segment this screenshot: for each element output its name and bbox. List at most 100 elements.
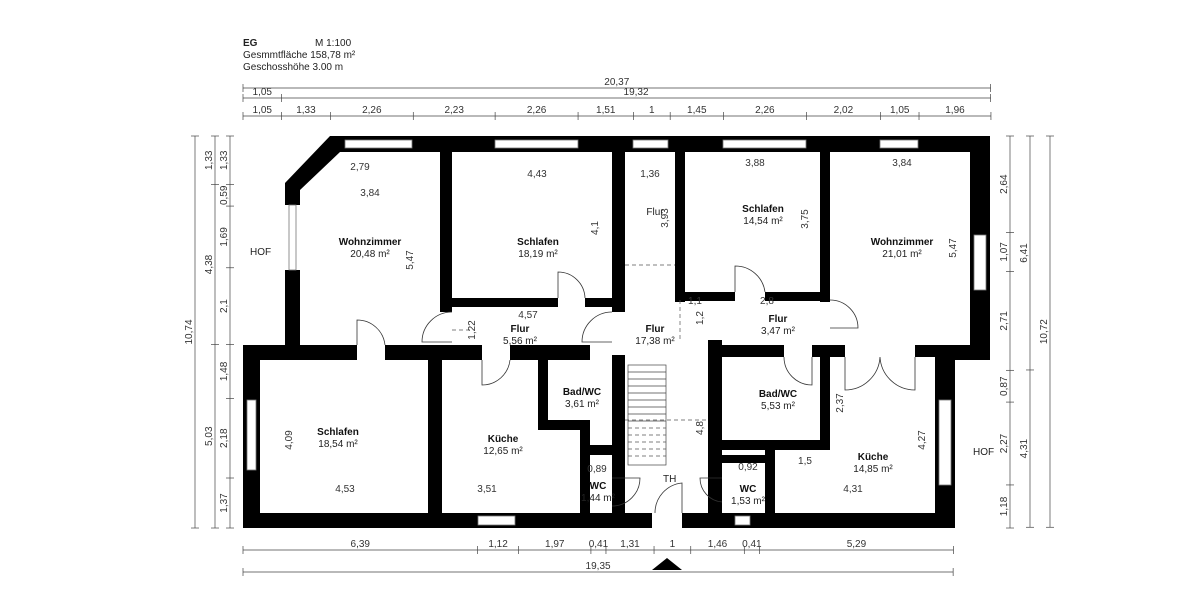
room-area: 1,44 m² bbox=[581, 493, 616, 504]
right-inner-dim-label: 1,18 bbox=[999, 496, 1010, 516]
doors bbox=[356, 264, 916, 570]
bottom-dim-label: 1 bbox=[670, 539, 676, 550]
left-inner-dim-label: 2,1 bbox=[219, 299, 230, 313]
interior-dim-label: 4,09 bbox=[284, 430, 295, 450]
room-bad-wc: Bad/WC3,61 m² bbox=[563, 387, 601, 410]
room-area: 3,47 m² bbox=[761, 326, 796, 337]
bottom-total-dim-label: 19,35 bbox=[586, 561, 611, 572]
room-bad-wc: Bad/WC5,53 m² bbox=[759, 389, 797, 412]
top-row3-dim-label: 2,02 bbox=[834, 105, 854, 116]
interior-dim-label: 3,84 bbox=[360, 188, 380, 199]
interior-dim-label: 3,75 bbox=[800, 209, 811, 229]
interior-dim-label: 4,57 bbox=[518, 310, 538, 321]
room-area: 20,48 m² bbox=[350, 249, 390, 260]
room-name: Bad/WC bbox=[563, 387, 601, 398]
interior-dim-label: 3,93 bbox=[660, 208, 671, 228]
room-area: 17,38 m² bbox=[635, 336, 675, 347]
left-inner-dim-label: 0,59 bbox=[219, 185, 230, 205]
interior-dim-label: 2,37 bbox=[835, 393, 846, 413]
bottom-dim-label: 0,41 bbox=[589, 539, 609, 550]
room-name: Küche bbox=[858, 452, 889, 463]
left-outer-dim-label: 4,38 bbox=[204, 254, 215, 274]
top-row3-dim-label: 2,26 bbox=[362, 105, 382, 116]
right-outer-dim-label: 6,41 bbox=[1019, 243, 1030, 263]
entrance-label: TH bbox=[663, 474, 676, 485]
interior-dim-label: 1,22 bbox=[467, 320, 478, 340]
top-row3-dim-label: 1,51 bbox=[596, 105, 616, 116]
left-inner-dim-label: 1,37 bbox=[219, 493, 230, 513]
top-row2-dim-label: 1,05 bbox=[253, 87, 273, 98]
top-row3-dim-label: 2,26 bbox=[527, 105, 547, 116]
room-wc: WC1,44 m² bbox=[581, 481, 616, 504]
room-area: 5,53 m² bbox=[761, 401, 796, 412]
bottom-dim-label: 1,12 bbox=[488, 539, 508, 550]
right-inner-dim-label: 1,07 bbox=[999, 242, 1010, 262]
right-inner-dim-label: 0,87 bbox=[999, 376, 1010, 396]
interior-dim-label: 3,51 bbox=[477, 484, 497, 495]
room-name: Schlafen bbox=[317, 427, 359, 438]
staircase bbox=[627, 364, 667, 466]
left-inner-dim-label: 2,18 bbox=[219, 428, 230, 448]
interior-dim-label: 1,1 bbox=[688, 296, 702, 307]
left-outer-dim-label: 1,33 bbox=[204, 150, 215, 170]
top-row3-dim-label: 2,23 bbox=[444, 105, 464, 116]
room-name: Wohnzimmer bbox=[871, 237, 934, 248]
room-name: Bad/WC bbox=[759, 389, 797, 400]
interior-dim-label: 3,88 bbox=[745, 158, 765, 169]
room-name: Flur bbox=[511, 324, 530, 335]
stair-outline bbox=[627, 364, 667, 466]
top-row3-dim-label: 2,26 bbox=[755, 105, 775, 116]
interior-dim-label: 2,8 bbox=[760, 296, 774, 307]
interior-dim-label: 3,84 bbox=[892, 158, 912, 169]
interior-dim-label: 4,1 bbox=[590, 221, 601, 235]
room-name: Flur bbox=[646, 324, 665, 335]
top-row3-dim-label: 1 bbox=[649, 105, 655, 116]
top-row3-dim-label: 1,05 bbox=[253, 105, 273, 116]
windows bbox=[246, 139, 987, 529]
bottom-dim-label: 1,31 bbox=[620, 539, 640, 550]
room-area: 21,01 m² bbox=[882, 249, 922, 260]
bottom-dim-label: 1,46 bbox=[708, 539, 728, 550]
room-name: Schlafen bbox=[742, 204, 784, 215]
room-flur: Flur bbox=[646, 207, 664, 218]
room-wc: WC1,53 m² bbox=[731, 484, 766, 507]
room-name: WC bbox=[590, 481, 607, 492]
room-name: Küche bbox=[488, 434, 519, 445]
room-area: 12,65 m² bbox=[483, 446, 523, 457]
interior-dimensions: 2,793,844,435,474,11,363,933,883,753,845… bbox=[284, 158, 959, 495]
interior-dim-label: 5,47 bbox=[948, 238, 959, 258]
bottom-dim-label: 0,41 bbox=[742, 539, 762, 550]
left-inner-dim-label: 1,33 bbox=[219, 150, 230, 170]
scale-label: M 1:100 bbox=[315, 38, 352, 49]
total-area: Gesmmtfläche 158,78 m² bbox=[243, 50, 356, 61]
room-name: Schlafen bbox=[517, 237, 559, 248]
interior-dim-label: 4,53 bbox=[335, 484, 355, 495]
bottom-dim-label: 6,39 bbox=[351, 539, 371, 550]
top-total-dim-label: 20,37 bbox=[604, 77, 629, 88]
room-area: 3,61 m² bbox=[565, 399, 600, 410]
bottom-dim-label: 5,29 bbox=[847, 539, 867, 550]
room-area: 18,19 m² bbox=[518, 249, 558, 260]
right-inner-dim-label: 2,27 bbox=[999, 433, 1010, 453]
interior-dim-label: 4,27 bbox=[917, 430, 928, 450]
interior-dim-label: 2,79 bbox=[350, 162, 370, 173]
interior-dim-label: 0,92 bbox=[738, 462, 758, 473]
room-name: Flur bbox=[769, 314, 788, 325]
entrance-arrow bbox=[652, 558, 682, 570]
interior-dim-label: 1,5 bbox=[798, 456, 812, 467]
floor-label: EG bbox=[243, 38, 258, 49]
top-row3-dim-label: 1,96 bbox=[945, 105, 965, 116]
interior-dim-label: 1,36 bbox=[640, 169, 660, 180]
room-area: 14,85 m² bbox=[853, 464, 893, 475]
room-area: 14,54 m² bbox=[743, 216, 783, 227]
